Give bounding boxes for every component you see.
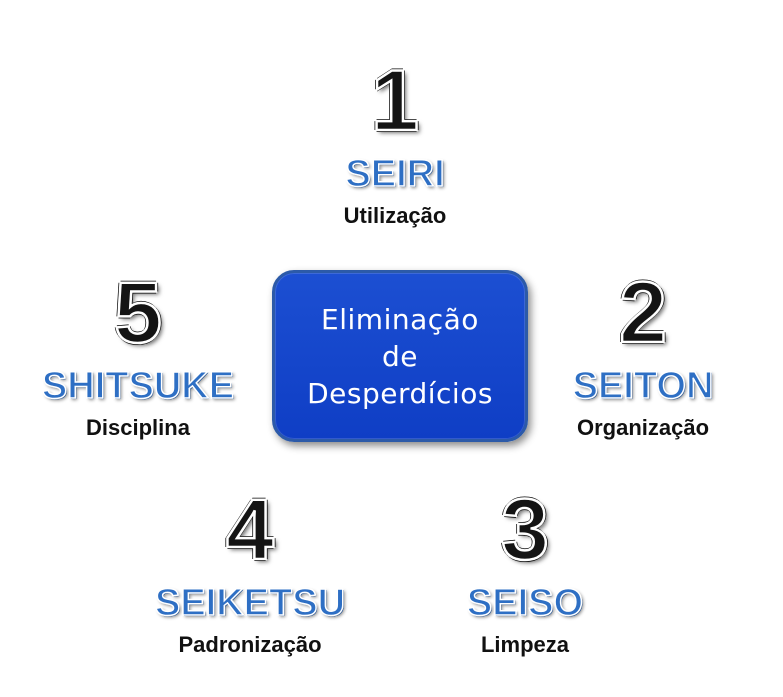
- step-2-seiton: 2 SEITON Organização: [513, 265, 773, 442]
- step-term-seiso: SEISO: [466, 581, 584, 625]
- step-number-1: 1: [370, 53, 420, 149]
- step-number-2: 2: [618, 265, 668, 361]
- step-4-seiketsu: 4 SEIKETSU Padronização: [120, 482, 380, 659]
- step-3-seiso: 3 SEISO Limpeza: [395, 482, 655, 659]
- step-1-seiri: 1 SEIRI Utilização: [265, 53, 525, 230]
- center-box: Eliminação de Desperdícios: [272, 270, 528, 442]
- step-meaning-organizacao: Organização: [576, 415, 710, 440]
- step-number-3: 3: [500, 482, 550, 578]
- step-meaning-disciplina: Disciplina: [86, 415, 190, 440]
- step-term-seiton: SEITON: [572, 364, 714, 408]
- step-term-seiketsu: SEIKETSU: [154, 581, 346, 625]
- step-5-shitsuke: 5 SHITSUKE Disciplina: [8, 265, 268, 442]
- step-number-5: 5: [113, 265, 163, 361]
- step-term-shitsuke: SHITSUKE: [41, 364, 235, 408]
- center-line-2: de: [382, 339, 418, 373]
- center-line-3: Desperdícios: [307, 376, 493, 410]
- step-meaning-limpeza: Limpeza: [480, 632, 570, 657]
- step-number-4: 4: [225, 482, 275, 578]
- step-term-seiri: SEIRI: [345, 152, 446, 196]
- step-meaning-utilizacao: Utilização: [343, 203, 447, 228]
- center-title: Eliminação de Desperdícios: [307, 301, 493, 412]
- step-meaning-padronizacao: Padronização: [178, 632, 322, 657]
- center-line-1: Eliminação: [321, 302, 479, 336]
